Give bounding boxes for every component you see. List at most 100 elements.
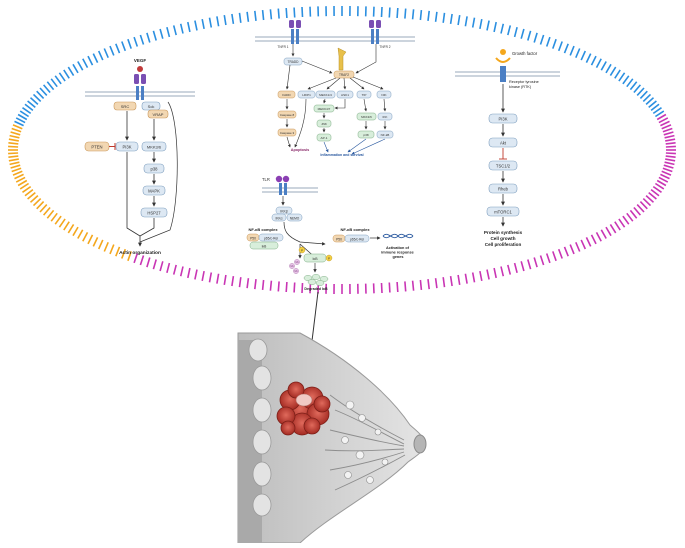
membrane-tick — [443, 13, 444, 23]
membrane-tick — [44, 85, 51, 93]
membrane-tick — [420, 10, 421, 20]
vegf-src-node: SRC — [121, 104, 130, 109]
membrane-tick — [627, 79, 633, 87]
rtk-pathway: Growth factor Receptor tyrosine kinase (… — [455, 49, 560, 247]
membrane-tick — [99, 51, 103, 60]
cell-growth-label: Cell growth — [490, 236, 515, 241]
membrane-tick — [413, 9, 414, 19]
membrane-tick — [547, 254, 550, 263]
tnf-pathway: TNFR 1 TNFR 2 TRADD TRAF2 FADD LRIP1 MEK… — [255, 20, 415, 157]
membrane-tick — [487, 270, 489, 280]
membrane-tick — [382, 283, 383, 293]
apoptosis-label: Apoptosis — [291, 148, 310, 152]
p50-node-right: P50 — [336, 237, 342, 241]
membrane-tick — [40, 205, 47, 212]
membrane-tick — [397, 8, 398, 18]
nfkb-complex-label-right: NF-κB complex — [340, 227, 370, 232]
membrane-tick — [255, 11, 256, 21]
membrane-tick — [147, 258, 150, 268]
rtk-label: Receptor tyrosine kinase (RTK) — [509, 80, 540, 89]
membrane-tick — [51, 79, 57, 87]
membrane-tick — [302, 283, 303, 293]
rtk-tsc-node: TSC1/2 — [496, 164, 511, 169]
tlr-nemo-node: NEMO — [290, 216, 300, 220]
membrane-tick — [665, 162, 675, 164]
membrane-tick — [487, 21, 489, 31]
membrane-tick — [8, 153, 18, 154]
membrane-tick — [88, 235, 93, 244]
membrane-tick — [9, 159, 19, 161]
membrane-tick — [601, 62, 606, 71]
membrane-tick — [581, 240, 585, 249]
membrane-tick — [634, 208, 641, 216]
membrane-tick — [278, 9, 279, 19]
membrane-tick — [586, 54, 590, 63]
membrane-tick — [565, 247, 569, 256]
membrane-tick — [294, 283, 295, 293]
membrane-tick — [606, 227, 611, 236]
tlr-ikkb-node: IKKβ — [280, 209, 287, 213]
membrane-tick — [570, 245, 574, 254]
membrane-tick — [47, 210, 53, 218]
membrane-tick — [480, 19, 482, 29]
degraded-ikb-icon — [304, 274, 328, 285]
membrane-tick — [662, 171, 671, 175]
inflammation-survival-label: Inflammation and survival — [320, 153, 363, 157]
membrane-tick — [167, 263, 170, 273]
membrane-tick — [217, 274, 219, 284]
membrane-tick — [8, 146, 18, 147]
membrane-tick — [619, 73, 625, 81]
membrane-tick — [270, 281, 271, 291]
tnfr2-label: TNFR 2 — [379, 45, 390, 49]
membrane-tick — [576, 49, 580, 58]
tumor-lobe — [281, 421, 295, 435]
membrane-tick — [397, 282, 398, 292]
tnf-mekk14-node: MEKK1/4 — [319, 93, 332, 97]
membrane-tick — [37, 202, 44, 209]
membrane-tick — [55, 216, 61, 224]
tnf-ask1-node: ASK1 — [341, 93, 349, 97]
membrane-tick — [627, 213, 633, 221]
ikb-node-left: IκB — [262, 244, 268, 248]
membrane-tick — [666, 146, 676, 147]
membrane-tick — [73, 227, 78, 236]
vegf-pathway: VEGF SRC Sck VRAP PTEN PI3K MKK3/6 p38 M… — [85, 58, 195, 256]
membrane-tick — [610, 224, 615, 233]
rtk-pi3k-node: PI3K — [498, 117, 507, 122]
membrane-tick — [64, 222, 69, 230]
vegf-p38-node: p38 — [151, 167, 159, 172]
membrane-tick — [202, 271, 204, 281]
membrane-tick — [576, 242, 580, 251]
tnf-lrip1-node: LRIP1 — [302, 93, 311, 97]
membrane-tick — [88, 56, 93, 65]
membrane-tick — [494, 268, 496, 278]
membrane-tick — [160, 29, 163, 39]
protein-synthesis-label: Protein synthesis — [484, 230, 523, 235]
tnf-jnk-node: JNK — [321, 122, 328, 126]
membrane-tick — [640, 91, 647, 98]
membrane-tick — [68, 67, 73, 76]
vegf-receptor-icon — [134, 66, 146, 100]
tnf-p38-node: p38 — [363, 133, 368, 137]
tnf-caspase8-node: Caspase 8 — [280, 113, 295, 117]
tnfr1-receptor-icon — [289, 20, 301, 44]
membrane-tick — [181, 267, 183, 277]
membrane-tick — [528, 260, 531, 270]
membrane-tick — [663, 168, 672, 171]
membrane-tick — [78, 230, 83, 239]
membrane-tick — [40, 88, 47, 95]
membrane-tick — [202, 19, 204, 29]
membrane-tick — [217, 16, 219, 26]
membrane-tick — [436, 278, 437, 288]
membrane-tick — [73, 64, 78, 73]
membrane-tick — [534, 33, 537, 43]
membrane-tick — [458, 275, 460, 285]
membrane-tick — [37, 91, 44, 98]
tnf-caspase3-node: Caspase 3 — [280, 131, 295, 135]
membrane-tick — [664, 132, 674, 135]
membrane-tick — [286, 8, 287, 18]
membrane-tick — [570, 46, 574, 55]
membrane-tick — [592, 56, 597, 65]
membrane-tick — [174, 25, 177, 35]
membrane-tick — [174, 265, 177, 275]
